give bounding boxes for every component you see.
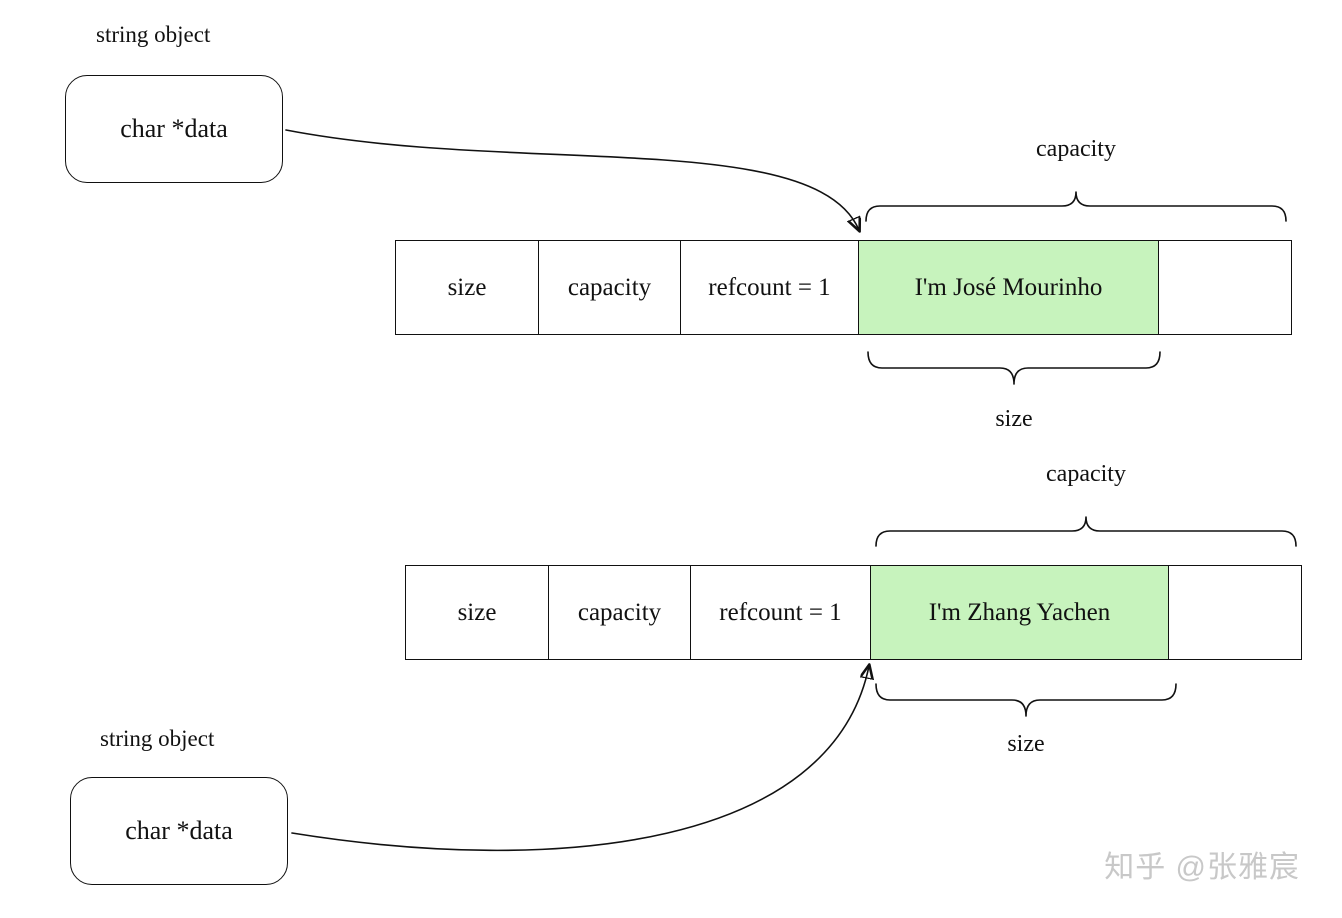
cell-content-bottom: I'm Zhang Yachen <box>871 566 1169 659</box>
capacity-brace-label-top: capacity <box>1036 136 1116 162</box>
capacity-brace-bottom <box>875 516 1297 547</box>
pointer-arrow-top <box>285 129 859 230</box>
capacity-brace-label-bottom: capacity <box>1046 461 1126 487</box>
pointer-box-top: char *data <box>65 75 283 183</box>
memory-table-top: size capacity refcount = 1 I'm José Mour… <box>395 240 1292 335</box>
cell-spare-top <box>1159 241 1291 334</box>
cell-refcount-bottom: refcount = 1 <box>691 566 871 659</box>
cell-capacity-bottom: capacity <box>549 566 691 659</box>
pointer-box-bottom: char *data <box>70 777 288 885</box>
pointer-label-bottom: char *data <box>125 816 233 845</box>
cell-spare-bottom <box>1169 566 1301 659</box>
cell-content-top: I'm José Mourinho <box>859 241 1159 334</box>
size-brace-label-top: size <box>995 406 1033 432</box>
size-brace-top <box>867 351 1161 385</box>
string-object-label-bottom: string object <box>100 726 215 751</box>
watermark: 知乎 @张雅宸 <box>1104 851 1300 884</box>
cell-size-top: size <box>396 241 539 334</box>
pointer-arrow-bottom <box>291 666 869 852</box>
cell-refcount-top: refcount = 1 <box>681 241 859 334</box>
cell-size-bottom: size <box>406 566 549 659</box>
size-brace-label-bottom: size <box>1007 731 1045 757</box>
pointer-label-top: char *data <box>120 114 228 143</box>
size-brace-bottom <box>875 683 1177 717</box>
memory-table-bottom: size capacity refcount = 1 I'm Zhang Yac… <box>405 565 1302 660</box>
string-object-label-top: string object <box>96 22 211 47</box>
capacity-brace-top <box>865 191 1287 222</box>
cell-capacity-top: capacity <box>539 241 681 334</box>
